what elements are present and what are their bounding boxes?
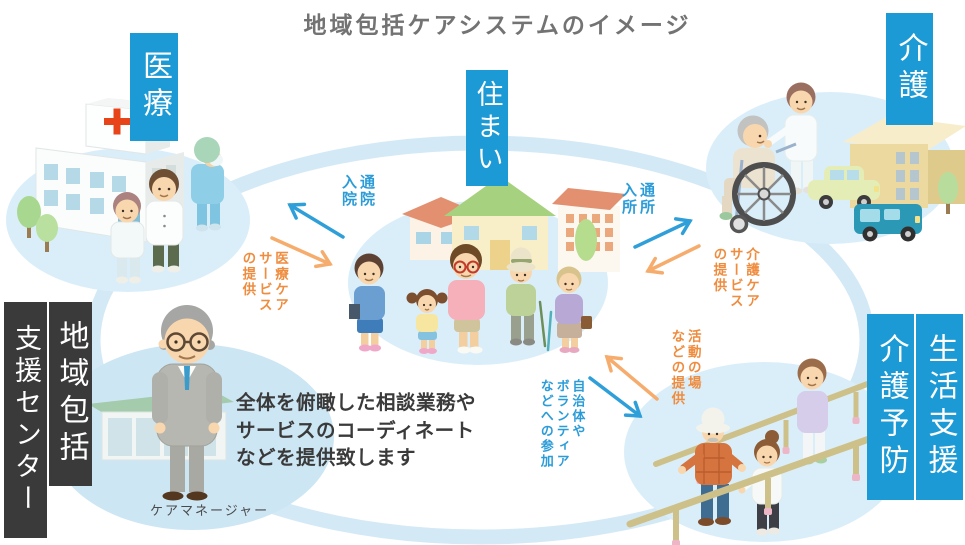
elderly-man-figure: [506, 247, 547, 348]
label-nursing: 介護: [893, 32, 927, 106]
arrow-label-nursing-to-housing: 介護ケア サービス の提供: [711, 247, 760, 309]
label-box-life-support: 生活支援: [916, 314, 963, 500]
note-line-3: などを提供致します: [236, 447, 417, 469]
label-box-community-1: 地域包括: [49, 302, 92, 486]
arrow-housing-to-support: [588, 376, 643, 418]
handbag: [581, 316, 592, 329]
note-line-2: サービスのコーディネート: [236, 419, 475, 442]
care-facility-illustration: [843, 116, 965, 214]
label-housing: 住まい: [472, 80, 503, 176]
care-manager-note: 全体を俯瞰した相談業務や サービスのコーディネート などを提供致します: [236, 390, 476, 473]
elderly-woman-figure: [546, 266, 592, 353]
caregiver-figure: [764, 82, 818, 195]
label-box-housing: 住まい: [466, 70, 508, 186]
arrow-nursing-to-housing: [645, 244, 701, 275]
care-manager-caption: ケアマネージャー: [150, 503, 270, 518]
wheelchair-icon: [729, 142, 797, 234]
arrow-housing-to-medical: [287, 202, 345, 239]
cane: [538, 300, 547, 348]
arrow-housing-to-nursing: [633, 217, 693, 249]
label-box-care-prevention: 介護予防: [867, 314, 914, 500]
label-community-2: 支援センター: [11, 324, 41, 516]
hospital-trees: [17, 196, 58, 252]
van-illustration: [854, 204, 922, 242]
rehab-elderly-man-figure: [678, 407, 746, 526]
doctor-figure: [145, 169, 184, 273]
bush: [575, 219, 597, 261]
arrow-medical-to-housing: [270, 236, 333, 269]
hat-icon: [506, 262, 536, 272]
rehab-front-rail: [626, 424, 904, 545]
note-line-1: 全体を俯瞰した相談業務や: [236, 392, 477, 414]
label-medical: 医療: [138, 50, 171, 124]
family-woman-figure: [349, 253, 385, 352]
family-girl-figure: [406, 289, 448, 354]
surgeon-figure: [191, 137, 224, 232]
cane: [546, 310, 553, 352]
page-title: 地域包括ケアシステムのイメージ: [303, 12, 692, 38]
arrow-label-housing-to-support: 自治体や ボランティア などへの参加: [538, 379, 586, 469]
car-illustration: [808, 166, 880, 209]
arrow-label-housing-to-medical: 通院 入院: [340, 174, 375, 208]
label-box-medical: 医療: [130, 33, 178, 141]
label-care-prevention: 介護予防: [874, 333, 908, 481]
arrow-label-medical-to-housing: 医療ケア サービス の提供: [240, 251, 289, 313]
hat-icon: [696, 422, 730, 434]
label-box-nursing: 介護: [886, 13, 933, 125]
arrow-label-support-to-housing: 活動の場 などの提供: [669, 329, 701, 407]
necktie: [184, 366, 190, 390]
label-life-support: 生活支援: [923, 333, 957, 481]
label-community-1: 地域包括: [54, 320, 88, 468]
label-box-community-2: 支援センター: [4, 302, 47, 538]
arrow-label-housing-to-nursing: 通所 入所: [620, 182, 655, 216]
care-manager-figure: [152, 305, 222, 501]
family-man-figure: [448, 244, 485, 354]
arrow-support-to-housing: [604, 354, 659, 401]
nurse-figure: [110, 192, 145, 284]
